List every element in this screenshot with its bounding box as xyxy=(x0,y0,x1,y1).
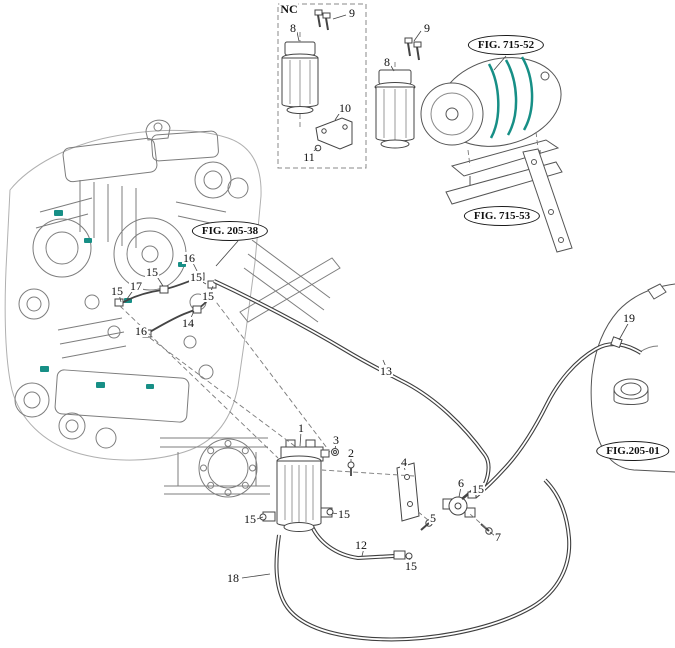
part-callout-15: 15 xyxy=(145,265,159,279)
figure-ref-fig-715-52[interactable]: FIG. 715-52 xyxy=(467,35,545,55)
part-callout-16: 16 xyxy=(182,251,196,265)
fuel-hose-18 xyxy=(274,478,572,642)
part-callout-15: 15 xyxy=(471,482,485,496)
part-callout-15: 15 xyxy=(201,289,215,303)
part-callout-15: 15 xyxy=(243,512,257,526)
part-callout-7: 7 xyxy=(494,530,502,544)
fuel-hose-13 xyxy=(213,279,491,496)
part-callout-10: 10 xyxy=(338,101,352,115)
part-callout-16: 16 xyxy=(134,324,148,338)
tank-mount-rails xyxy=(445,139,573,253)
figure-ref-fig-205-01[interactable]: FIG.205-01 xyxy=(596,441,670,461)
part-callout-8: 8 xyxy=(383,55,391,69)
part-callout-13: 13 xyxy=(379,364,393,378)
part-callout-4: 4 xyxy=(400,455,408,469)
part-callout-15: 15 xyxy=(404,559,418,573)
part-callout-19: 19 xyxy=(622,311,636,325)
fuel-filter-nc xyxy=(281,9,353,152)
part-callout-18: 18 xyxy=(226,571,240,585)
part-callout-14: 14 xyxy=(181,316,195,330)
nut-15g xyxy=(326,508,334,516)
part-callout-1: 1 xyxy=(297,421,305,435)
figure-ref-fig-205-38[interactable]: FIG. 205-38 xyxy=(191,221,269,241)
part-callout-5: 5 xyxy=(429,511,437,525)
part-callout-8: 8 xyxy=(289,21,297,35)
part-callout-17: 17 xyxy=(129,279,143,293)
part-callout-15: 15 xyxy=(337,507,351,521)
engine-assembly xyxy=(4,119,341,498)
fuel-tank xyxy=(590,283,675,473)
nc-label: NC xyxy=(279,2,299,16)
fuel-hose-12 xyxy=(309,523,413,561)
nut-15h xyxy=(405,552,413,560)
figure-ref-fig-715-53[interactable]: FIG. 715-53 xyxy=(463,206,541,226)
tank-hose xyxy=(473,336,643,499)
part-callout-9: 9 xyxy=(348,6,356,20)
fuel-filter-main xyxy=(374,37,422,149)
part-callout-9: 9 xyxy=(423,21,431,35)
bolt-2 xyxy=(347,461,355,469)
part-callout-6: 6 xyxy=(457,476,465,490)
part-callout-3: 3 xyxy=(332,433,340,447)
water-separator xyxy=(259,439,334,532)
nc-filter-box xyxy=(277,3,367,169)
part-callout-11: 11 xyxy=(302,150,316,164)
part-callout-2: 2 xyxy=(347,446,355,460)
air-tank xyxy=(420,56,562,147)
part-callout-15: 15 xyxy=(110,284,124,298)
engine-fittings-highlight xyxy=(40,210,186,389)
part-callout-12: 12 xyxy=(354,538,368,552)
mounting-plate xyxy=(396,462,420,522)
part-callout-15: 15 xyxy=(189,270,203,284)
